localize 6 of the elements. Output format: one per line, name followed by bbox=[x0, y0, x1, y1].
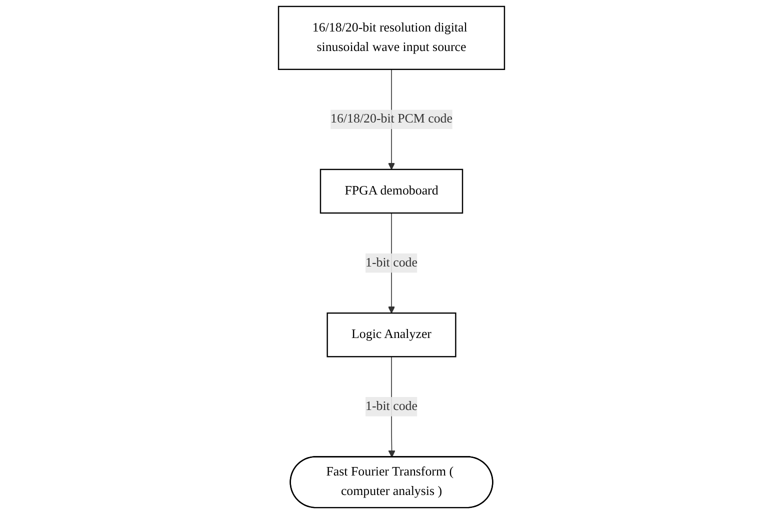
edge-label: 16/18/20-bit PCM code bbox=[330, 112, 452, 126]
edge-label: 1-bit code bbox=[366, 256, 418, 270]
node-box: 16/18/20-bit resolution digital sinusoidal wave input source bbox=[278, 6, 506, 70]
node-box: Logic Analyzer bbox=[326, 312, 456, 358]
node-box: FPGA demoboard bbox=[320, 168, 464, 214]
edge-label: 1-bit code bbox=[366, 399, 418, 414]
